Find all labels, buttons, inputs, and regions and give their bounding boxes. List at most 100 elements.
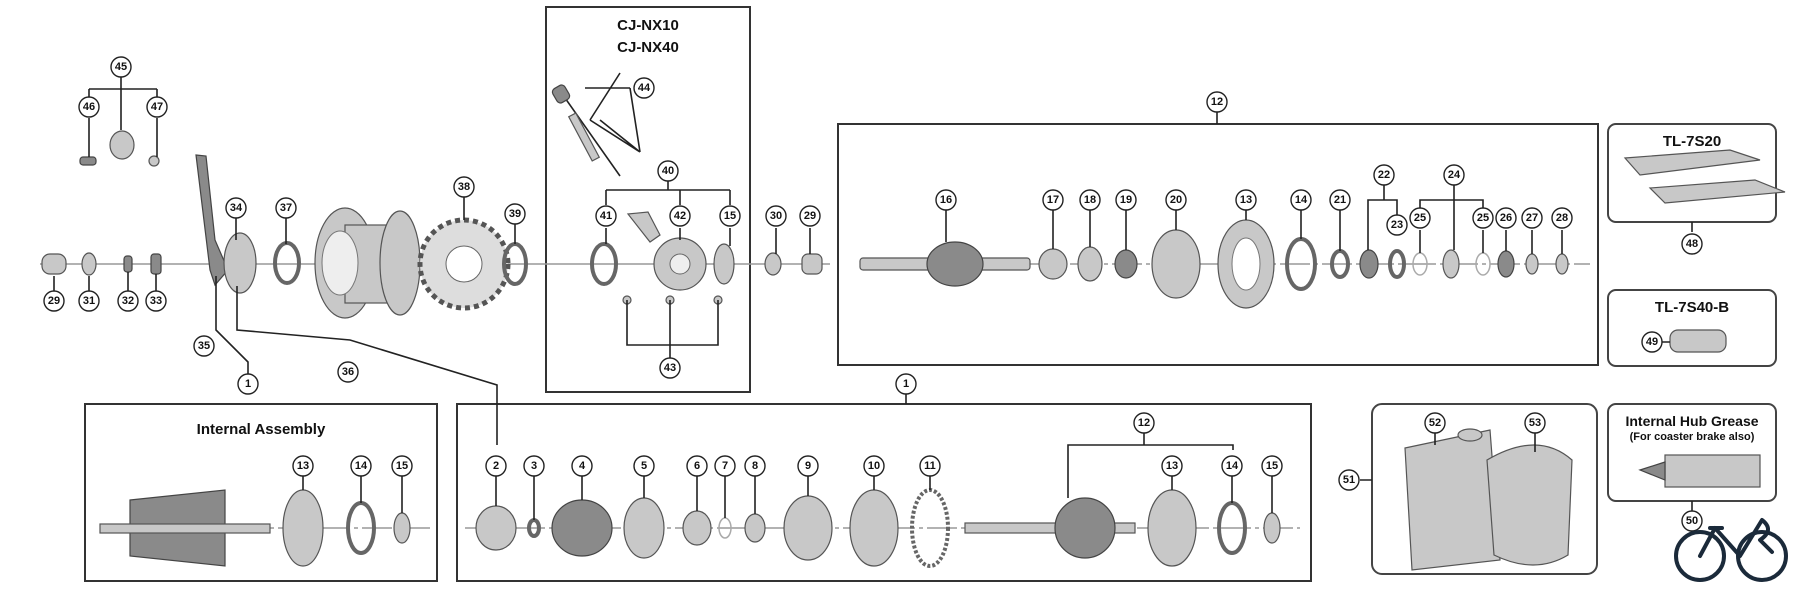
callout-14: 14: [1290, 189, 1312, 211]
axle-part: [859, 241, 1031, 287]
internal-assembly-box: [84, 403, 438, 582]
callout-18: 18: [1079, 189, 1101, 211]
callout-14: 14: [1221, 455, 1243, 477]
callout-43: 43: [659, 357, 681, 379]
callout-30: 30: [765, 205, 787, 227]
bike-logo: [1674, 518, 1788, 582]
svg-text:1: 1: [903, 378, 909, 390]
callout-16: 16: [935, 189, 957, 211]
svg-text:11: 11: [924, 460, 936, 472]
svg-text:53: 53: [1529, 417, 1541, 429]
svg-text:29: 29: [48, 295, 60, 307]
callout-51: 51: [1338, 469, 1360, 491]
svg-text:8: 8: [752, 460, 758, 472]
clamp-part: [79, 130, 160, 167]
svg-text:33: 33: [150, 295, 162, 307]
callout-23: 23: [1386, 214, 1408, 236]
grease-subtitle: (For coaster brake also): [1630, 431, 1755, 443]
svg-text:9: 9: [805, 460, 811, 472]
svg-text:38: 38: [458, 181, 470, 193]
callout-17: 17: [1042, 189, 1064, 211]
hub-shell-part: [314, 207, 421, 319]
callout-20: 20: [1165, 189, 1187, 211]
svg-text:43: 43: [664, 362, 676, 374]
svg-text:52: 52: [1429, 417, 1441, 429]
callout-9: 9: [797, 455, 819, 477]
callout-15: 15: [719, 205, 741, 227]
svg-text:3: 3: [531, 460, 537, 472]
svg-text:12: 12: [1211, 96, 1223, 108]
svg-text:48: 48: [1686, 238, 1698, 250]
svg-text:15: 15: [396, 460, 408, 472]
callout-6: 6: [686, 455, 708, 477]
callout-34: 34: [225, 197, 247, 219]
grease-title: Internal Hub Grease: [1625, 413, 1758, 429]
callout-13: 13: [292, 455, 314, 477]
svg-text:29: 29: [804, 210, 816, 222]
callout-50: 50: [1681, 510, 1703, 532]
grease-jar-part: [1486, 444, 1573, 566]
callout-37: 37: [275, 197, 297, 219]
callout-21: 21: [1329, 189, 1351, 211]
callout-49: 49: [1641, 331, 1663, 353]
callout-15: 15: [1261, 455, 1283, 477]
callout-32: 32: [117, 290, 139, 312]
svg-text:20: 20: [1170, 194, 1182, 206]
svg-text:12: 12: [1138, 417, 1150, 429]
callout-8: 8: [744, 455, 766, 477]
cj-title-1: CJ-NX10: [617, 17, 679, 34]
callout-13: 13: [1235, 189, 1257, 211]
svg-text:25: 25: [1477, 212, 1489, 224]
callout-45: 45: [110, 56, 132, 78]
svg-text:16: 16: [940, 194, 952, 206]
svg-text:17: 17: [1047, 194, 1059, 206]
callout-47: 47: [146, 96, 168, 118]
internal-assembly-title: Internal Assembly: [197, 421, 326, 438]
callout-29: 29: [799, 205, 821, 227]
svg-text:51: 51: [1343, 474, 1355, 486]
svg-text:13: 13: [1240, 194, 1252, 206]
svg-text:28: 28: [1556, 212, 1568, 224]
callout-19: 19: [1115, 189, 1137, 211]
callout-26: 26: [1495, 207, 1517, 229]
svg-text:34: 34: [230, 202, 243, 214]
svg-text:1: 1: [245, 378, 251, 390]
svg-text:25: 25: [1414, 212, 1426, 224]
callout-12: 12: [1133, 412, 1155, 434]
callout-35: 35: [193, 335, 215, 357]
svg-text:42: 42: [674, 210, 686, 222]
internal-parts-box: [456, 403, 1312, 582]
cj-nx-box: [545, 6, 751, 393]
svg-text:14: 14: [1295, 194, 1308, 206]
callout-29: 29: [43, 290, 65, 312]
callout-42: 42: [669, 205, 691, 227]
axle-assembly-part: [964, 497, 1136, 559]
callout-22: 22: [1373, 164, 1395, 186]
svg-text:30: 30: [770, 210, 782, 222]
callout-10: 10: [863, 455, 885, 477]
callout-25: 25: [1472, 207, 1494, 229]
svg-text:14: 14: [355, 460, 368, 472]
svg-text:7: 7: [722, 460, 728, 472]
svg-text:44: 44: [638, 82, 651, 94]
svg-text:14: 14: [1226, 460, 1239, 472]
svg-text:2: 2: [493, 460, 499, 472]
svg-text:47: 47: [151, 101, 163, 113]
svg-text:39: 39: [509, 208, 521, 220]
svg-text:46: 46: [83, 101, 95, 113]
callout-25: 25: [1409, 207, 1431, 229]
svg-text:49: 49: [1646, 336, 1658, 348]
cj-title-2: CJ-NX40: [617, 39, 679, 56]
svg-text:24: 24: [1448, 169, 1461, 181]
callout-36: 36: [337, 361, 359, 383]
callout-5: 5: [633, 455, 655, 477]
svg-text:4: 4: [579, 460, 586, 472]
svg-text:18: 18: [1084, 194, 1096, 206]
callout-40: 40: [657, 160, 679, 182]
callout-28: 28: [1551, 207, 1573, 229]
svg-text:45: 45: [115, 61, 127, 73]
parts: [41, 84, 1786, 571]
callout-1: 1: [895, 373, 917, 395]
callout-38: 38: [453, 176, 475, 198]
